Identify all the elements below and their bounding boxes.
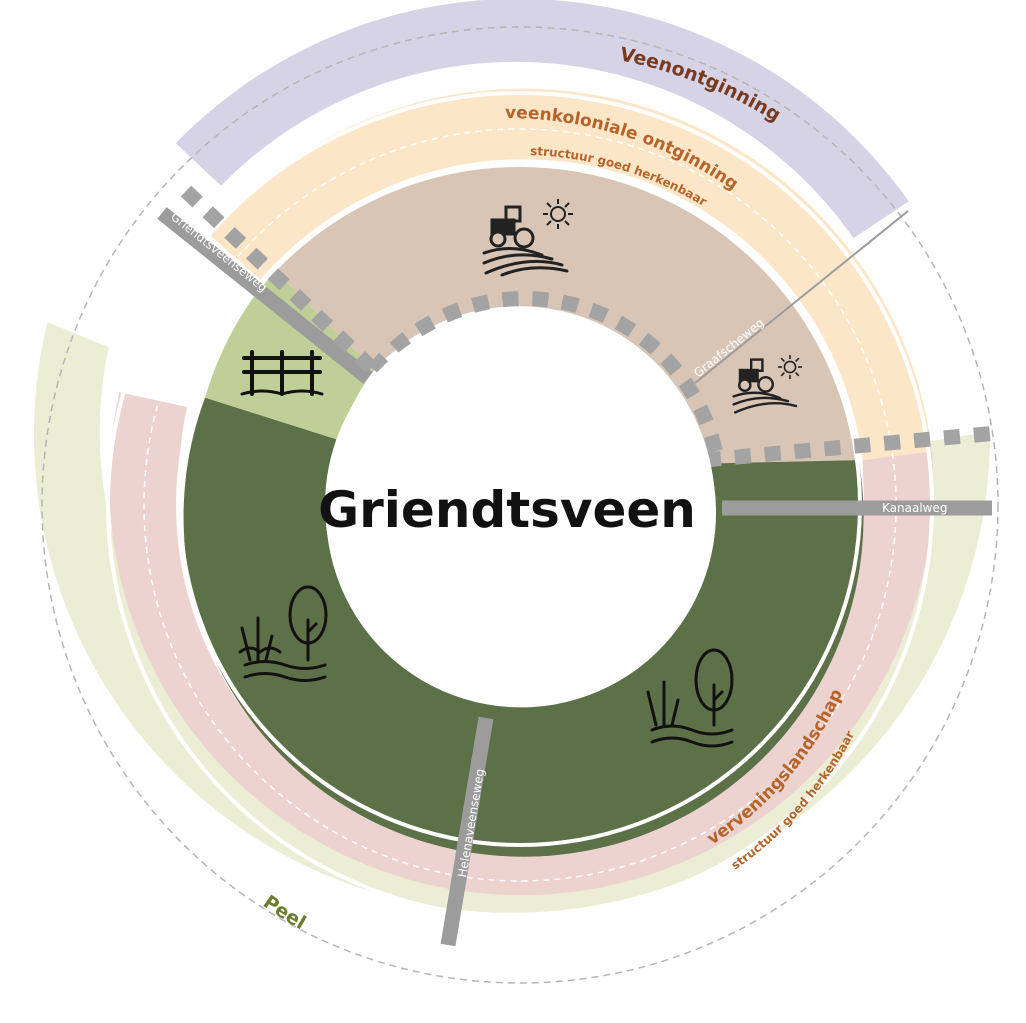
outer-ring-edge: [41, 26, 999, 984]
sun-icon: [543, 199, 573, 229]
fence-icon: [240, 350, 324, 396]
outer-white-right: [853, 201, 990, 443]
graafscheweg-road: [694, 210, 909, 384]
veenkoloniale-band: [208, 88, 932, 461]
center-circle: [325, 310, 715, 700]
boundary-lines: [180, 185, 998, 468]
tractor-field-icon: [482, 205, 569, 277]
north-west-boundary: [180, 185, 380, 376]
meadow-sector: [205, 270, 375, 441]
helenaveenseweg-road: [440, 716, 494, 947]
roads: [157, 207, 992, 947]
east-boundary: [704, 425, 998, 468]
tractor-field-icon-small: [732, 358, 798, 414]
kanaalweg-label: Kanaalweg: [882, 501, 947, 515]
reed-tree-water-icon: [238, 585, 328, 682]
sun-icon-small: [777, 354, 803, 380]
reed-tree-water-icon-2: [646, 648, 734, 748]
griendtsveenseweg-road: [157, 207, 373, 384]
peel-label: Peel: [259, 891, 309, 934]
inner-boundary-dashes: [368, 291, 725, 462]
veenontginning-band: [175, 0, 909, 239]
agri-sector: [274, 163, 859, 464]
center-title: Griendtsveen: [318, 481, 696, 539]
